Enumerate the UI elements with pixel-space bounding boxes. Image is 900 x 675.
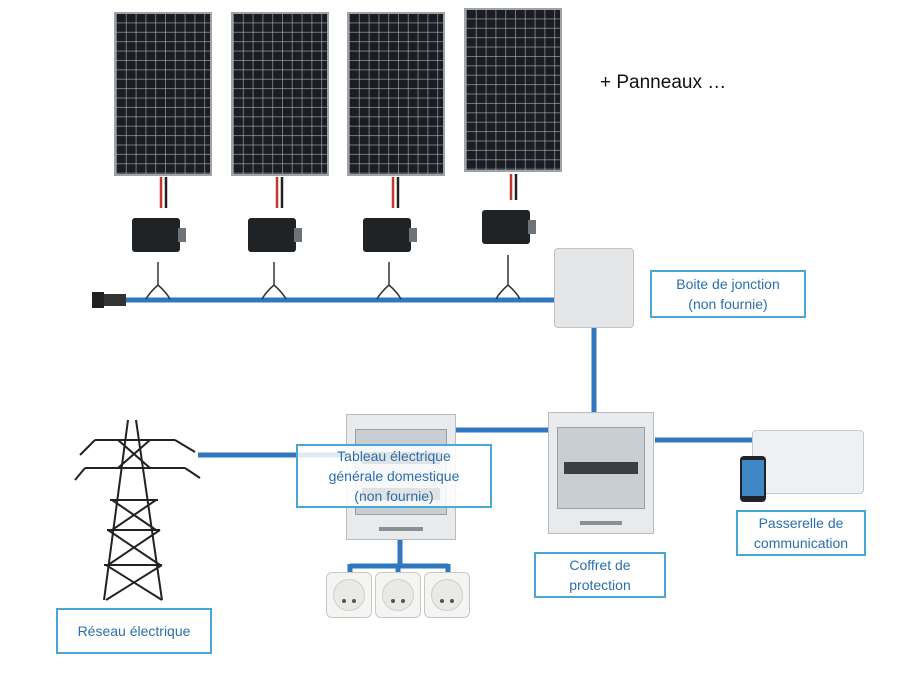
gateway-icon <box>752 430 864 494</box>
panel-leads <box>159 174 518 208</box>
main-panel-label: Tableau électrique générale domestique (… <box>296 444 492 508</box>
solar-panel-icon <box>347 12 445 176</box>
pylon-icon <box>74 419 201 601</box>
junction-box-label: Boite de jonction (non fournie) <box>650 270 806 318</box>
junction-box-icon <box>554 248 634 328</box>
gateway-label: Passerelle de communication <box>736 510 866 556</box>
smartphone-icon <box>740 456 766 502</box>
extra-panels-note: + Panneaux … <box>600 72 727 93</box>
protection-box-label: Coffret de protection <box>534 552 666 598</box>
inverter-drops <box>145 255 521 300</box>
grid-label: Réseau électrique <box>56 608 212 654</box>
wall-socket-icon <box>326 572 372 618</box>
solar-panel-icon <box>231 12 329 176</box>
micro-inverter-icon <box>132 218 186 252</box>
micro-inverter-icon <box>363 218 417 252</box>
wall-socket-icon <box>424 572 470 618</box>
cable-end-connector-icon <box>92 292 126 308</box>
solar-panel-icon <box>114 12 212 176</box>
protection-box-icon <box>548 412 654 534</box>
wires <box>125 297 752 576</box>
micro-inverter-icon <box>482 210 536 244</box>
solar-panel-icon <box>464 8 562 172</box>
wall-socket-icon <box>375 572 421 618</box>
micro-inverter-icon <box>248 218 302 252</box>
